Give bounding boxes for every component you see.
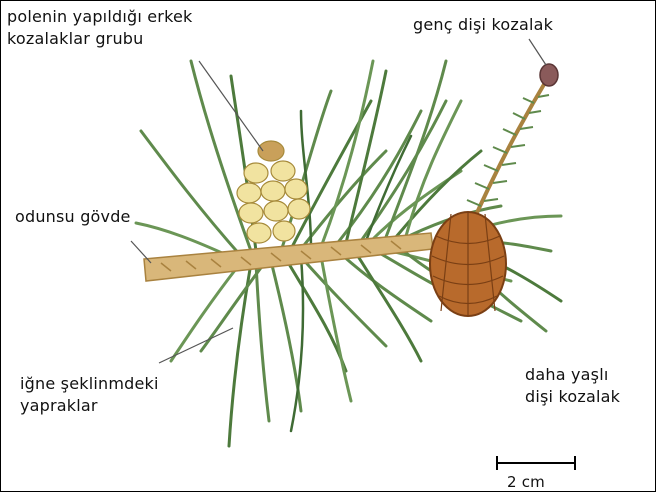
young-female-cone bbox=[540, 64, 558, 86]
label-needle-leaves-line2: yapraklar bbox=[20, 395, 159, 417]
label-woody-stem: odunsu gövde bbox=[15, 206, 131, 228]
label-older-female-cone-line1: daha yaşlı bbox=[525, 364, 620, 386]
scale-bar bbox=[497, 456, 575, 470]
label-young-female-cone: genç dişi kozalak bbox=[413, 14, 553, 36]
label-needle-leaves-line1: iğne şeklinmdeki bbox=[20, 373, 159, 395]
male-cone-cluster bbox=[237, 141, 310, 243]
label-older-female-cone-line2: dişi kozalak bbox=[525, 386, 620, 408]
label-male-cones-line2: kozalaklar grubu bbox=[7, 28, 192, 50]
older-female-cone bbox=[430, 212, 506, 316]
label-male-cones: polenin yapıldığı erkek kozalaklar grubu bbox=[7, 6, 192, 50]
label-male-cones-line1: polenin yapıldığı erkek bbox=[7, 6, 192, 28]
label-needle-leaves: iğne şeklinmdeki yapraklar bbox=[20, 373, 159, 417]
scale-bar-label: 2 cm bbox=[507, 473, 545, 491]
label-older-female-cone: daha yaşlı dişi kozalak bbox=[525, 364, 620, 408]
